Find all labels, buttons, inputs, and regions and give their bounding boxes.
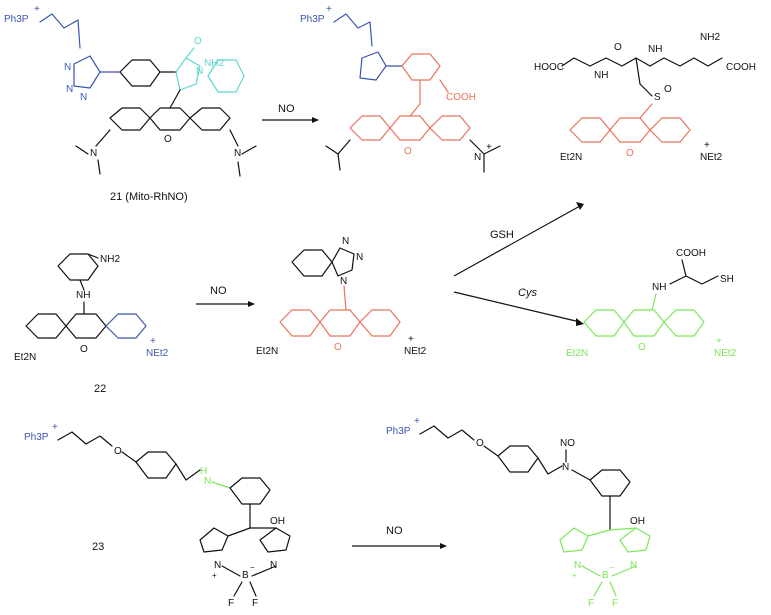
atom-n: N bbox=[574, 560, 581, 571]
atom-nh: NH bbox=[648, 44, 662, 55]
atom-net2: NEt2 bbox=[714, 348, 737, 359]
atom-nh2: NH2 bbox=[100, 254, 120, 265]
atom-f: F bbox=[588, 598, 594, 609]
atom-ph3p: Ph3P bbox=[300, 14, 325, 25]
atom-nh2: NH2 bbox=[204, 58, 224, 69]
atom-nh: NH bbox=[76, 290, 90, 301]
compound-22-structure: NH2 NH O Et2N NEt2 + bbox=[14, 253, 169, 363]
charge-plus: + bbox=[704, 140, 710, 151]
atom-net2: NEt2 bbox=[700, 152, 723, 163]
caption-compound-21: 21 (Mito-RhNO) bbox=[110, 191, 188, 203]
atom-cooh: COOH bbox=[676, 248, 706, 259]
reaction-arrow-gsh: GSH bbox=[453, 202, 584, 277]
atom-o: O bbox=[404, 146, 412, 157]
compound-21-structure: Ph3P + N N N O N NH2 O N N bbox=[4, 4, 257, 177]
atom-o: O bbox=[194, 36, 202, 47]
atom-ph3p: Ph3P bbox=[24, 432, 49, 443]
cys-adduct-structure: COOH SH NH O Et2N NEt2 + bbox=[566, 248, 737, 359]
charge-plus: + bbox=[52, 422, 58, 433]
reaction-arrow-1: NO bbox=[262, 103, 319, 123]
atom-n: N bbox=[66, 84, 73, 95]
atom-n: N bbox=[270, 560, 277, 571]
atom-nh: NH bbox=[652, 282, 666, 293]
atom-net2: NEt2 bbox=[404, 346, 427, 357]
reagent-no-1: NO bbox=[278, 103, 295, 115]
atom-n: N bbox=[474, 152, 481, 163]
atom-cooh: COOH bbox=[726, 62, 756, 73]
atom-nh: NH bbox=[594, 70, 608, 81]
reaction-arrow-3: NO bbox=[352, 525, 447, 549]
atom-nh: H bbox=[200, 466, 207, 477]
atom-et2n: Et2N bbox=[560, 152, 582, 163]
atom-n: N bbox=[80, 92, 87, 103]
reagent-no-3: NO bbox=[386, 525, 403, 537]
atom-n: N bbox=[630, 560, 637, 571]
reagent-gsh: GSH bbox=[490, 229, 514, 241]
atom-et2n: Et2N bbox=[256, 346, 278, 357]
atom-b: B bbox=[242, 570, 249, 581]
reagent-cys: Cys bbox=[518, 287, 537, 299]
atom-ph3p: Ph3P bbox=[386, 426, 411, 437]
atom-o: O bbox=[114, 446, 122, 457]
atom-et2n: Et2N bbox=[566, 348, 588, 359]
atom-f: F bbox=[612, 598, 618, 609]
atom-oh: OH bbox=[270, 516, 285, 527]
caption-compound-22: 22 bbox=[94, 383, 106, 395]
charge-plus: + bbox=[408, 334, 414, 345]
atom-net2: NEt2 bbox=[146, 348, 169, 359]
charge-minus: − bbox=[610, 563, 615, 572]
atom-nh2: NH2 bbox=[700, 32, 720, 43]
atom-o: O bbox=[614, 42, 622, 53]
charge-plus: + bbox=[716, 336, 722, 347]
atom-b: B bbox=[602, 570, 609, 581]
atom-oh: OH bbox=[630, 516, 645, 527]
atom-et2n: Et2N bbox=[14, 352, 36, 363]
atom-n: N bbox=[562, 462, 569, 473]
benzotriazole-product-structure: N N N O Et2N NEt2 + bbox=[256, 236, 427, 357]
atom-o: O bbox=[638, 342, 646, 353]
charge-plus: + bbox=[486, 142, 492, 153]
reagent-no-2: NO bbox=[210, 285, 227, 297]
reaction-arrow-2: NO bbox=[196, 285, 255, 307]
nitroso-product-structure: Ph3P + O N NO OH N N B + − F F bbox=[386, 416, 651, 609]
charge-plus: + bbox=[150, 336, 156, 347]
charge-plus: + bbox=[34, 4, 40, 15]
atom-n: N bbox=[196, 66, 203, 77]
atom-n: N bbox=[234, 148, 241, 159]
atom-n: N bbox=[64, 62, 71, 73]
atom-o: O bbox=[664, 84, 672, 95]
atom-o: O bbox=[476, 438, 484, 449]
atom-n: N bbox=[340, 276, 347, 287]
atom-f: F bbox=[252, 598, 258, 609]
atom-s: S bbox=[654, 92, 661, 103]
reaction-arrow-cys: Cys bbox=[453, 287, 584, 326]
atom-n: N bbox=[214, 560, 221, 571]
atom-o: O bbox=[334, 342, 342, 353]
compound-23-structure: Ph3P + O H N OH N N B + − F F bbox=[24, 422, 291, 609]
atom-f: F bbox=[228, 598, 234, 609]
atom-n: N bbox=[356, 252, 363, 263]
atom-n: N bbox=[90, 148, 97, 159]
atom-cooh: COOH bbox=[446, 92, 476, 103]
charge-plus: + bbox=[326, 4, 332, 15]
charge-minus: − bbox=[250, 563, 255, 572]
atom-ph3p: Ph3P bbox=[4, 14, 29, 25]
caption-compound-23: 23 bbox=[92, 541, 104, 553]
atom-o: O bbox=[80, 344, 88, 355]
atom-hooc: HOOC bbox=[534, 62, 564, 73]
atom-n: N bbox=[342, 236, 349, 247]
atom-sh: SH bbox=[720, 274, 734, 285]
atom-no: NO bbox=[560, 438, 575, 449]
charge-plus: + bbox=[572, 571, 577, 580]
atom-o: O bbox=[626, 148, 634, 159]
product-21-structure: Ph3P + COOH O N + bbox=[300, 4, 501, 173]
atom-n: N bbox=[204, 476, 211, 487]
charge-plus: + bbox=[212, 571, 217, 580]
gsh-adduct-structure: HOOC NH O NH O NH2 COOH S O Et2N NEt2 + bbox=[534, 32, 756, 163]
charge-plus: + bbox=[414, 416, 420, 427]
atom-o: O bbox=[164, 134, 172, 145]
